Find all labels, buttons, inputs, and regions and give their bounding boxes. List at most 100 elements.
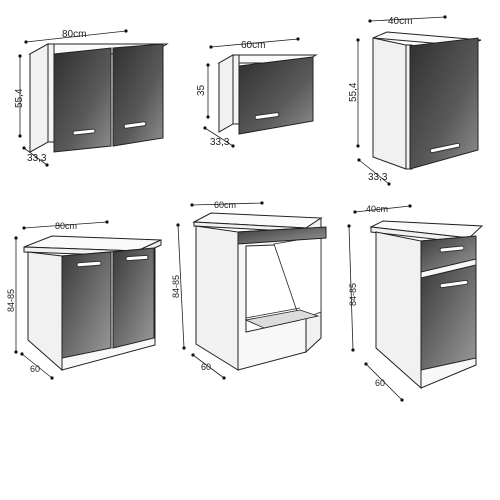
height-dimension-line [177, 224, 185, 349]
cabinet-side-panel [29, 43, 49, 153]
oven-housing-60: 60cm 84-85 60 [171, 200, 327, 380]
dimension-end [22, 146, 26, 150]
dimension-end [222, 376, 226, 380]
width-dimension-line [25, 30, 127, 43]
height-label: 55,4 [14, 88, 25, 108]
width-dimension-line [369, 16, 446, 22]
flap-door [238, 56, 314, 135]
lower-door [420, 264, 477, 371]
dimension-end [364, 362, 368, 366]
left-door [53, 47, 112, 153]
width-label: 80cm [55, 221, 77, 231]
dimension-end [203, 126, 207, 130]
base-cabinet-80: 80cm 84-85 60 [6, 220, 162, 380]
width-dimension-line [354, 205, 411, 213]
shelf [244, 309, 320, 329]
dimension-end [206, 63, 210, 67]
dimension-end [353, 210, 357, 214]
dimension-end [24, 40, 28, 44]
dimension-end [190, 203, 194, 207]
dimension-end [45, 163, 49, 167]
dimension-end [124, 29, 128, 33]
dimension-end [182, 346, 186, 350]
dimension-end [50, 376, 54, 380]
depth-dimension-line [204, 127, 234, 147]
left-door-handle [76, 260, 102, 268]
dimension-end [18, 134, 22, 138]
width-label: 60cm [214, 200, 236, 210]
depth-dimension-line [358, 159, 390, 185]
width-label: 80cm [62, 29, 86, 40]
carcass-edge [232, 54, 240, 125]
depth-label: 60 [30, 364, 40, 374]
wall-cabinet-60: 60cm 35 33,3 [196, 37, 318, 148]
depth-dimension-line [21, 353, 53, 379]
drawer-front [420, 235, 477, 273]
cabinet-side [218, 54, 234, 133]
dimension-end [357, 158, 361, 162]
drawer-cabinet-40: 40cm 84-85 60 [347, 204, 484, 402]
dimension-end [105, 220, 109, 224]
cabinet-side [375, 231, 422, 390]
right-door [112, 247, 155, 349]
width-dimension-line [23, 221, 108, 229]
depth-label: 60 [201, 362, 211, 372]
carcass-edge [47, 43, 55, 143]
height-label: 55,4 [348, 82, 359, 102]
depth-label: 60 [375, 378, 385, 388]
depth-label: 33,3 [368, 172, 388, 183]
right-door-handle [125, 254, 149, 262]
width-dimension-line [191, 202, 263, 206]
dimension-end [22, 226, 26, 230]
width-dimension-line [210, 38, 299, 48]
dimension-end [209, 45, 213, 49]
height-label: 35 [196, 84, 207, 96]
left-door [61, 251, 112, 359]
right-door [112, 43, 164, 147]
depth-label: 33,3 [210, 137, 230, 148]
dimension-end [231, 144, 235, 148]
depth-dimension-line [23, 147, 48, 166]
dimension-end [356, 38, 360, 42]
dimension-end [206, 115, 210, 119]
door [409, 37, 479, 170]
dimension-end [260, 201, 264, 205]
dimension-end [347, 224, 351, 228]
width-label: 40cm [388, 16, 412, 27]
dimension-end [356, 144, 360, 148]
dimension-end [14, 350, 18, 354]
drawer-front [237, 226, 327, 245]
height-label: 84-85 [171, 275, 181, 298]
width-label: 60cm [241, 40, 265, 51]
dimension-end [191, 353, 195, 357]
cabinet-side [195, 225, 239, 371]
height-label: 84-85 [348, 283, 358, 306]
door-handle [254, 112, 280, 120]
shelf-edge [245, 307, 301, 319]
cabinet-side [372, 37, 407, 170]
dimension-end [387, 182, 391, 186]
dimension-end [20, 352, 24, 356]
cabinet-side [27, 251, 63, 372]
dimension-end [18, 54, 22, 58]
height-label: 84-85 [6, 289, 16, 312]
dimension-end [443, 15, 447, 19]
drawer-handle [439, 245, 465, 253]
dimension-end [176, 223, 180, 227]
left-door-handle [72, 128, 96, 136]
width-label: 40cm [366, 204, 388, 214]
dimension-end [351, 348, 355, 352]
dimension-end [296, 37, 300, 41]
door-handle [429, 142, 461, 154]
wall-cabinet-80: 80cm 55,4 33,3 [14, 29, 169, 167]
right-door-handle [123, 121, 147, 129]
wall-cabinet-40: 40cm 55,4 33,3 [348, 15, 482, 186]
height-dimension-line [348, 225, 354, 351]
dimension-end [408, 204, 412, 208]
dimension-end [368, 19, 372, 23]
depth-dimension-line [365, 363, 403, 401]
depth-dimension-line [192, 354, 225, 379]
dimension-end [400, 398, 404, 402]
